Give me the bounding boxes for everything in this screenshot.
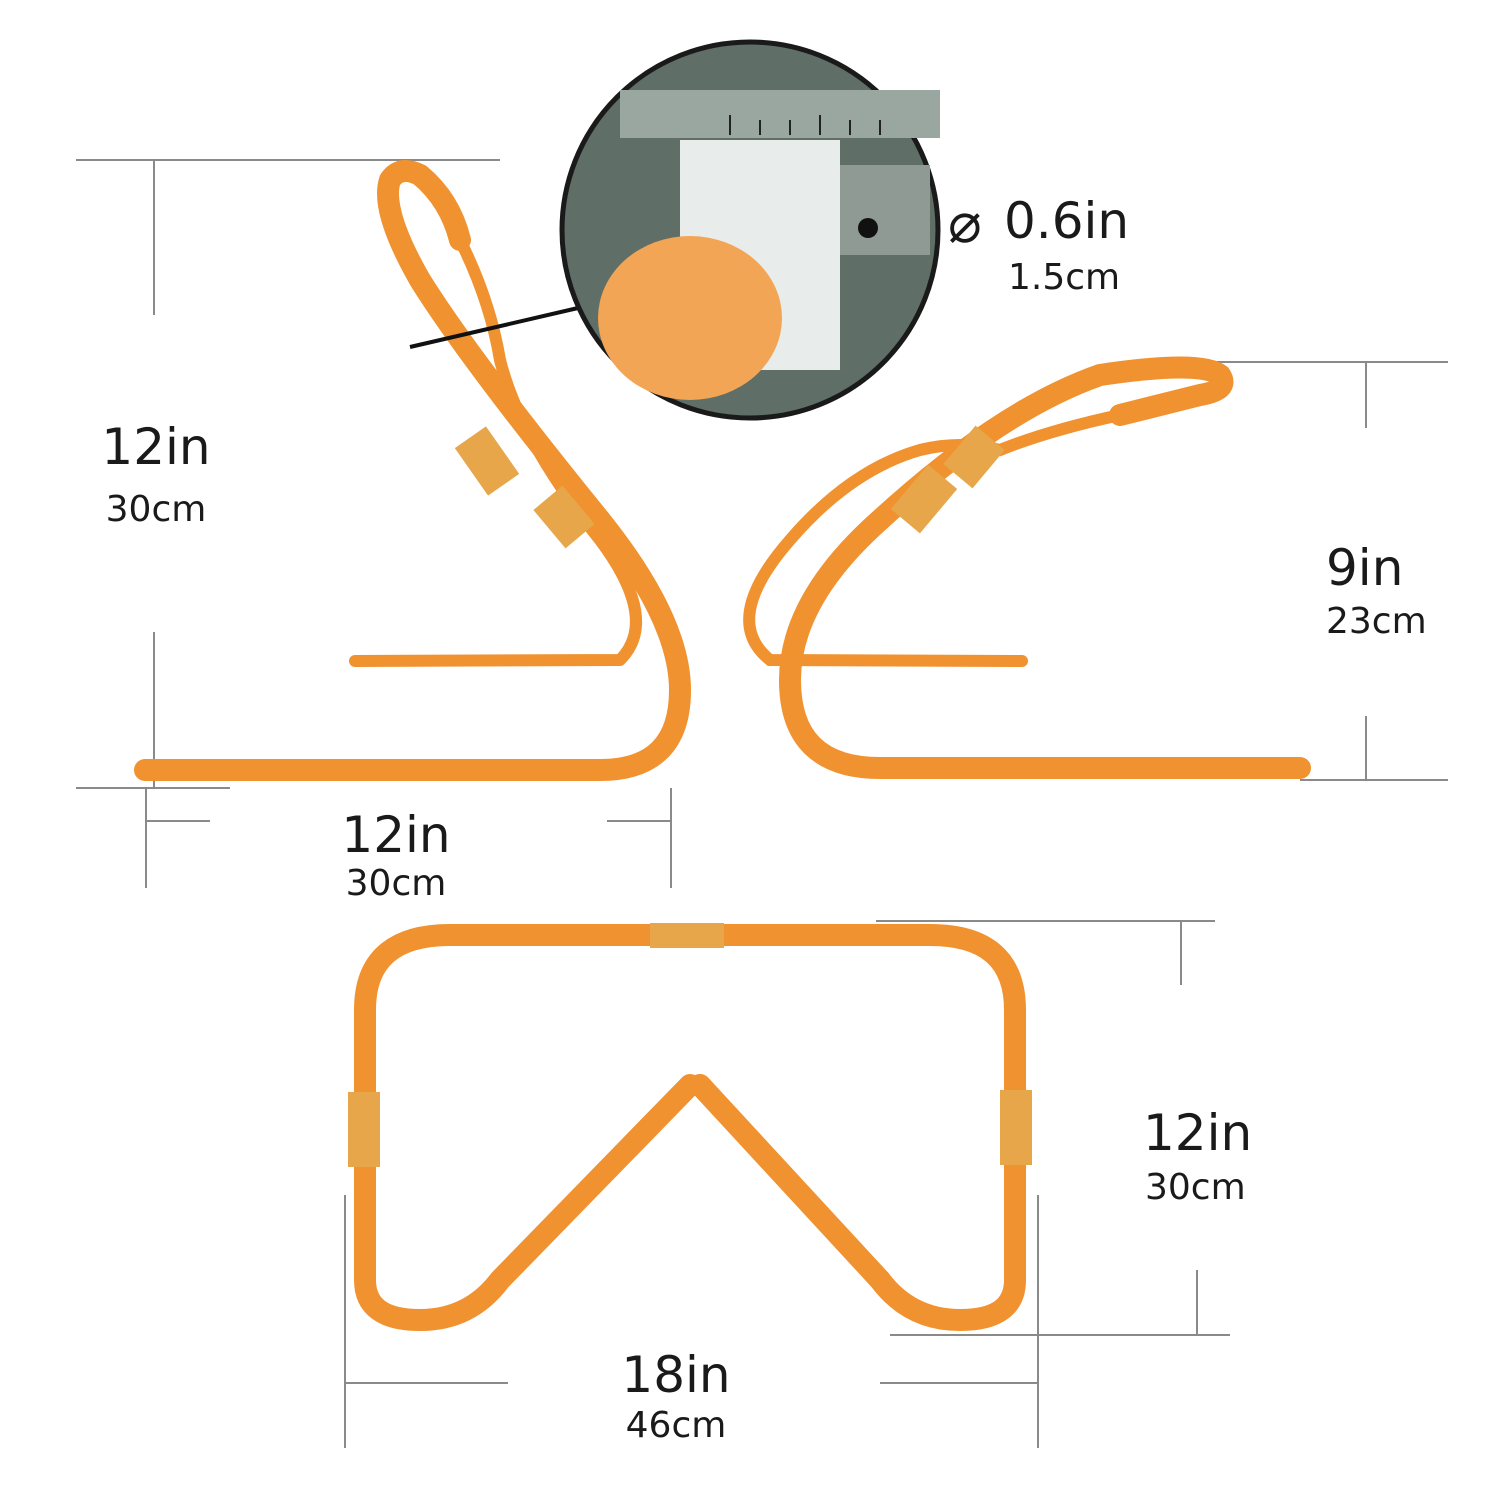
left-height-cm: 30cm	[105, 489, 207, 530]
hurdle-front-view	[348, 923, 1032, 1331]
hurdle-right-side	[743, 356, 1311, 779]
front-width-in: 18in	[621, 1346, 731, 1404]
diameter-symbol: ⌀	[948, 191, 982, 256]
diameter-in: 0.6in	[1004, 192, 1130, 250]
right-height-in: 9in	[1326, 539, 1404, 597]
hurdle-left-side	[134, 160, 691, 781]
front-height-cm: 30cm	[1145, 1167, 1246, 1208]
front-height-in: 12in	[1143, 1104, 1253, 1162]
callout-line	[409, 306, 579, 349]
left-width-in: 12in	[341, 806, 451, 864]
left-width-cm: 30cm	[345, 863, 447, 904]
diameter-cm: 1.5cm	[1008, 257, 1121, 298]
dimension-lines	[76, 159, 1448, 1448]
left-height-in: 12in	[101, 418, 211, 476]
right-height-cm: 23cm	[1326, 601, 1427, 642]
front-width-cm: 46cm	[625, 1405, 727, 1446]
caliper-photo	[559, 39, 941, 421]
